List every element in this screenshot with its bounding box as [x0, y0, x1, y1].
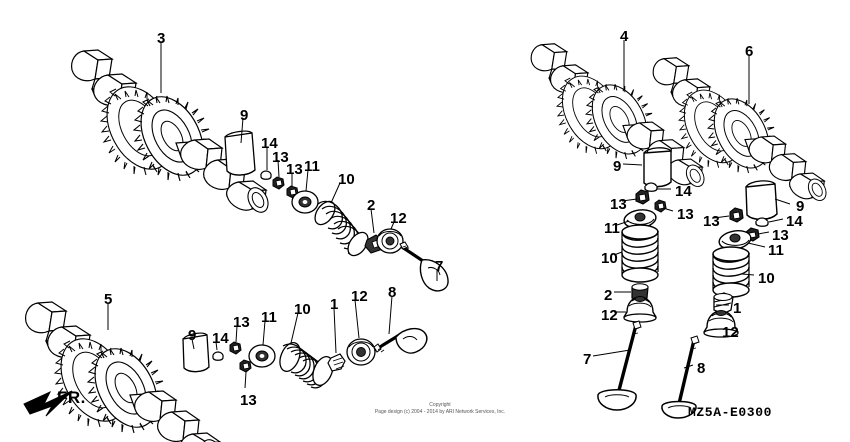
- part-14-shim-upper-left: [260, 170, 272, 180]
- leader-lines: [107, 40, 791, 389]
- callout-number-9: 9: [613, 158, 622, 175]
- part-11-retainer-right-b: [718, 230, 752, 250]
- callout-number-12: 12: [351, 288, 368, 305]
- front-orientation-label: FR.: [57, 388, 86, 407]
- part-10-valve-spring-upper-left: [314, 200, 369, 257]
- part-7-valve-right-a: [597, 320, 642, 411]
- valve-assembly-right-a: [597, 147, 672, 411]
- callout-number-11: 11: [304, 158, 320, 175]
- callout-number-10: 10: [338, 171, 355, 188]
- part-13-keeper-a-right-a: [635, 189, 650, 205]
- callout-number-11: 11: [604, 220, 620, 237]
- callout-number-14: 14: [212, 330, 229, 347]
- valve-assembly-lower-left: [182, 327, 428, 389]
- camshaft-upper-right-4: [530, 43, 705, 188]
- part-11-retainer-upper-left: [291, 190, 319, 214]
- callout-number-13: 13: [677, 206, 694, 223]
- callout-number-12: 12: [390, 210, 407, 227]
- callout-number-1: 1: [733, 300, 742, 317]
- part-number-label: MZ5A-E0300: [688, 405, 773, 420]
- camshaft-sprocket-6: [677, 89, 776, 174]
- part-9-tappet-upper-left: [224, 130, 256, 176]
- part-13-keeper-a-right-b: [729, 207, 744, 223]
- part-9-tappet-right-a: [643, 147, 672, 188]
- callout-number-8: 8: [388, 284, 397, 301]
- part-8-valve-lower-left: [373, 327, 428, 354]
- part-13-keeper-a-upper-left: [272, 176, 285, 190]
- part-13-keeper-a-lower-left: [229, 341, 242, 355]
- callout-number-13: 13: [240, 392, 257, 409]
- camshaft-upper-right-6: [652, 57, 827, 202]
- part-9-tappet-lower-left: [182, 332, 210, 373]
- callout-number-9: 9: [240, 107, 249, 124]
- part-14-shim-lower-left: [212, 351, 224, 361]
- part-1-stem-seal-right-b: [713, 292, 734, 315]
- callout-number-14: 14: [675, 183, 692, 200]
- callout-number-13: 13: [703, 213, 720, 230]
- part-7-valve-upper-left: [399, 241, 449, 292]
- camshaft-lower-left: [25, 301, 223, 442]
- callout-number-9: 9: [188, 327, 197, 344]
- part-12-spring-seat-lower-left: [346, 338, 376, 366]
- part-8-valve-right-b: [661, 335, 700, 419]
- callout-number-13: 13: [272, 149, 289, 166]
- camshaft-sprocket-5: [53, 338, 166, 434]
- callout-number-11: 11: [261, 309, 277, 326]
- copyright-line-2: Page design (c) 2004 - 2014 by ARI Netwo…: [374, 409, 506, 415]
- callout-number-13: 13: [233, 314, 250, 331]
- part-12-spring-seat-upper-left: [376, 228, 404, 254]
- callout-number-11: 11: [768, 242, 784, 259]
- part-14-shim-right-a: [644, 182, 658, 192]
- callout-number-13: 13: [286, 161, 303, 178]
- callout-number-10: 10: [601, 250, 618, 267]
- part-10-valve-spring-right-a: [621, 224, 659, 283]
- front-direction-arrow: [23, 390, 73, 417]
- part-9-tappet-right-b: [745, 180, 778, 221]
- callout-number-1: 1: [330, 296, 339, 313]
- callout-number-14: 14: [261, 135, 278, 152]
- callout-number-10: 10: [758, 270, 775, 287]
- camshaft-sprocket-3: [99, 86, 212, 182]
- copyright-line-1: Copyright: [429, 402, 451, 408]
- callout-number-12: 12: [601, 307, 618, 324]
- callout-number-3: 3: [157, 30, 166, 47]
- callout-number-8: 8: [697, 360, 706, 377]
- callout-number-9: 9: [796, 198, 805, 215]
- callout-number-13: 13: [772, 227, 789, 244]
- callout-number-5: 5: [104, 291, 113, 308]
- valve-assembly-upper-left: [224, 130, 449, 292]
- part-14-shim-right-b: [755, 217, 769, 227]
- callout-number-7: 7: [583, 351, 592, 368]
- callout-number-7: 7: [435, 258, 444, 275]
- callout-number-12: 12: [722, 324, 739, 341]
- callout-number-2: 2: [367, 197, 376, 214]
- callout-number-14: 14: [786, 213, 803, 230]
- callout-number-2: 2: [604, 287, 613, 304]
- part-13-keeper-b-lower-left: [239, 359, 252, 373]
- callout-number-13: 13: [610, 196, 627, 213]
- part-13-keeper-b-right-a: [654, 199, 667, 213]
- callout-number-6: 6: [745, 43, 754, 60]
- part-12-spring-seat-right-a: [623, 296, 657, 323]
- camshaft-upper-left: [71, 49, 269, 213]
- part-1-stem-seal-lower-left: [327, 353, 346, 372]
- part-11-retainer-lower-left: [248, 344, 276, 368]
- callout-number-10: 10: [294, 301, 311, 318]
- callout-number-4: 4: [620, 28, 629, 45]
